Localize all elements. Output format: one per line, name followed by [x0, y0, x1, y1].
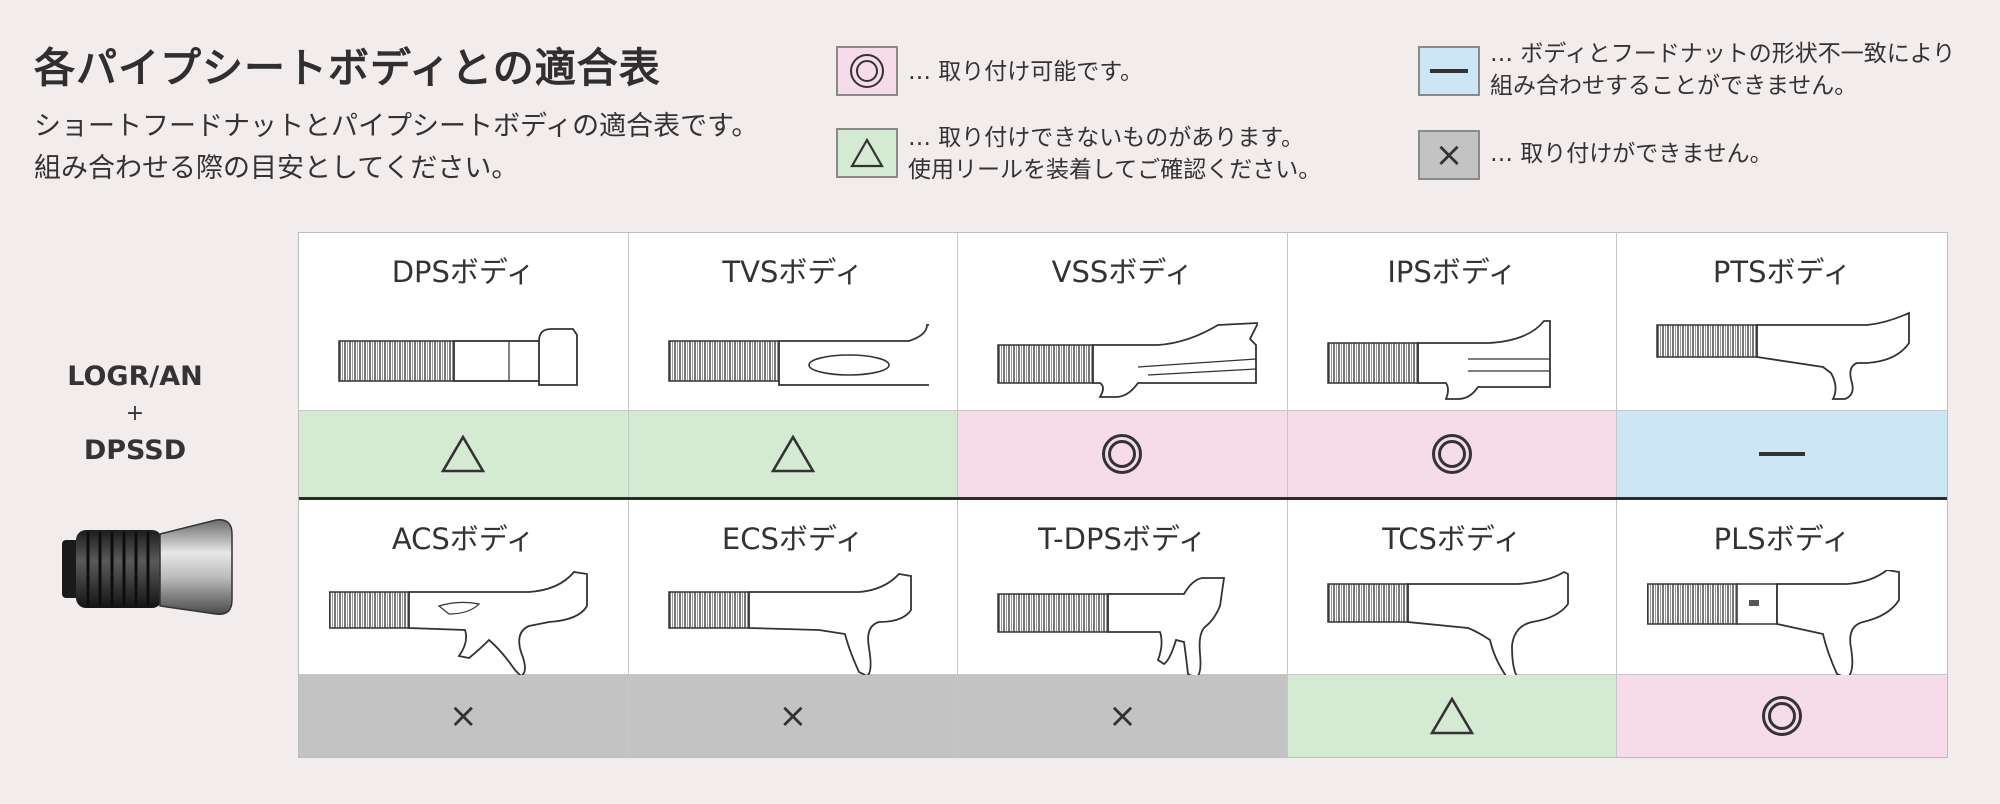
body-cell-t-dps: T-DPSボディ	[958, 500, 1288, 680]
table-row-compat-1	[299, 411, 1947, 497]
triangle-icon	[850, 138, 884, 168]
page-description: ショートフードナットとパイプシートボディの適合表です。 組み合わせる際の目安とし…	[34, 106, 758, 190]
body-cell-pts: PTSボディ	[1617, 233, 1947, 411]
body-name: T-DPSボディ	[1038, 522, 1207, 556]
compat-cell-dps	[299, 411, 629, 497]
body-name: VSSボディ	[1051, 255, 1194, 289]
body-name: ECSボディ	[721, 522, 864, 556]
double-circle-icon	[1762, 696, 1803, 736]
body-name: IPSボディ	[1387, 255, 1517, 289]
compat-cell-ecs: ×	[628, 675, 959, 757]
tvs-body-illustration	[667, 324, 929, 386]
table-row-bodies-1: DPSボディ TVSボディ VSSボディ	[299, 233, 1947, 411]
dash-icon	[1759, 452, 1806, 456]
dps-body-illustration	[338, 328, 578, 386]
legend-swatch-mismatch	[1418, 46, 1480, 96]
body-cell-vss: VSSボディ	[958, 233, 1288, 411]
reel-model-line1: LOGR/AN	[67, 361, 203, 392]
legend-partial: … 取り付けできないものがあります。 使用リールを装着してご確認ください。	[836, 125, 1321, 186]
triangle-icon	[1430, 697, 1475, 735]
body-name: PTSボディ	[1712, 255, 1852, 289]
cross-icon: ×	[778, 696, 808, 736]
description-line-2: 組み合わせる際の目安としてください。	[34, 153, 519, 184]
body-cell-dps: DPSボディ	[299, 233, 629, 411]
pts-body-illustration	[1656, 311, 1911, 400]
compat-cell-ips	[1287, 411, 1618, 497]
compat-cell-tcs	[1287, 675, 1618, 757]
cross-icon: ×	[1108, 696, 1137, 736]
compat-cell-tvs	[628, 411, 959, 497]
legend-text-possible: … 取り付け可能です。	[908, 59, 1144, 85]
legend-swatch-partial	[836, 128, 898, 178]
compat-cell-pls	[1617, 675, 1947, 757]
description-line-1: ショートフードナットとパイプシートボディの適合表です。	[34, 111, 759, 142]
ecs-body-illustration	[667, 573, 912, 678]
acs-body-illustration	[329, 571, 588, 678]
compat-cell-t-dps: ×	[958, 675, 1288, 757]
body-cell-ips: IPSボディ	[1287, 233, 1618, 411]
tcs-body-illustration	[1327, 570, 1569, 680]
compat-cell-acs: ×	[299, 675, 629, 757]
compat-cell-pts	[1617, 411, 1947, 497]
body-cell-pls: PLSボディ	[1617, 500, 1947, 680]
legend-possible: … 取り付け可能です。	[836, 46, 1143, 96]
legend-mismatch: … ボディとフードナットの形状不一致により 組み合わせすることができません。	[1418, 41, 1955, 102]
legend-text-impossible: … 取り付けができません。	[1490, 141, 1773, 167]
cross-icon: ×	[449, 696, 478, 736]
table-row-compat-2: × × ×	[299, 675, 1947, 757]
body-cell-tcs: TCSボディ	[1287, 500, 1618, 680]
body-cell-ecs: ECSボディ	[628, 500, 959, 678]
pls-body-illustration	[1647, 570, 1901, 680]
legend-text-mismatch: … ボディとフードナットの形状不一致により 組み合わせすることができません。	[1490, 41, 1956, 99]
double-circle-icon	[1432, 434, 1473, 474]
body-name: ACSボディ	[391, 522, 535, 556]
triangle-icon	[441, 435, 486, 473]
legend-impossible: × … 取り付けができません。	[1418, 130, 1773, 180]
reel-label: LOGR/AN + DPSSD	[40, 358, 230, 469]
reel-plus: +	[125, 401, 145, 426]
reel-model-line2: DPSSD	[83, 435, 187, 466]
ips-body-illustration	[1327, 320, 1551, 400]
page-title: 各パイプシートボディとの適合表	[34, 44, 661, 92]
compatibility-table: DPSボディ TVSボディ VSSボディ	[298, 232, 1948, 758]
triangle-icon	[770, 435, 815, 473]
legend-swatch-impossible: ×	[1418, 130, 1480, 180]
double-circle-icon	[1102, 434, 1143, 474]
body-cell-acs: ACSボディ	[299, 500, 629, 678]
cross-icon: ×	[1434, 135, 1464, 175]
t-dps-body-illustration	[997, 577, 1226, 680]
table-row-bodies-2: ACSボディ ECSボディ T-DPSボディ TCSボディ	[299, 497, 1947, 680]
legend-swatch-possible	[836, 46, 898, 96]
body-name: DPSボディ	[391, 255, 535, 289]
body-cell-tvs: TVSボディ	[628, 233, 959, 411]
compat-cell-vss	[958, 411, 1288, 497]
hood-nut-product-image	[62, 519, 233, 615]
body-name: TCSボディ	[1382, 522, 1522, 556]
body-name: PLSボディ	[1713, 522, 1851, 556]
legend-text-partial: … 取り付けできないものがあります。 使用リールを装着してご確認ください。	[908, 125, 1322, 183]
body-name: TVSボディ	[722, 255, 864, 289]
vss-body-illustration	[997, 322, 1259, 398]
dash-icon	[1430, 69, 1468, 73]
double-circle-icon	[850, 54, 884, 88]
